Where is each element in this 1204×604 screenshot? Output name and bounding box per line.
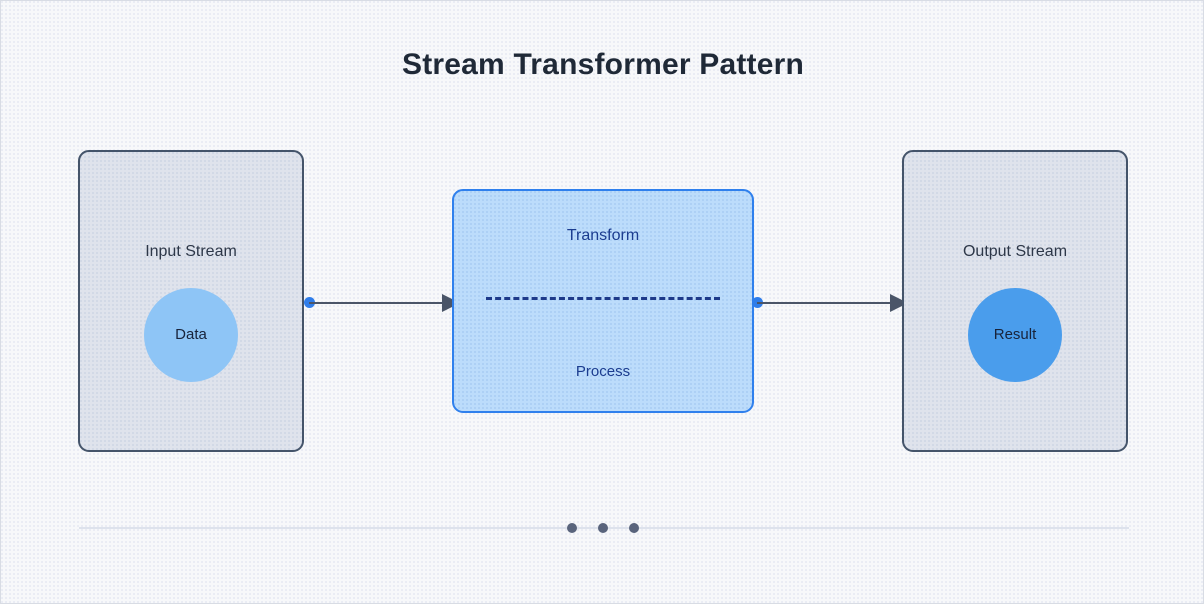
data-token-circle[interactable]: Data: [144, 288, 238, 382]
transform-dashed-divider: [486, 297, 720, 300]
node-output-stream-label: Output Stream: [962, 243, 1068, 260]
node-input-stream-label: Input Stream: [145, 243, 237, 260]
node-output-stream[interactable]: Output Stream Result: [902, 150, 1128, 452]
connector-line: [757, 302, 894, 304]
page-title: Stream Transformer Pattern: [401, 48, 804, 81]
node-transform-subtitle: Process: [575, 363, 631, 380]
node-transform-title: Transform: [566, 227, 640, 244]
node-input-stream[interactable]: Input Stream Data: [78, 150, 304, 452]
connector-line: [309, 302, 446, 304]
footer-dot-group: [1, 521, 1203, 535]
connector-transform-to-output: [752, 293, 908, 313]
node-transform[interactable]: Transform Process: [452, 189, 754, 413]
connector-input-to-transform: [304, 293, 460, 313]
result-token-label: Result: [993, 326, 1037, 343]
footer-dot-icon: [567, 523, 577, 533]
result-token-circle[interactable]: Result: [968, 288, 1062, 382]
data-token-label: Data: [175, 326, 207, 343]
footer-dot-icon: [598, 523, 608, 533]
footer-dot-icon: [629, 523, 639, 533]
